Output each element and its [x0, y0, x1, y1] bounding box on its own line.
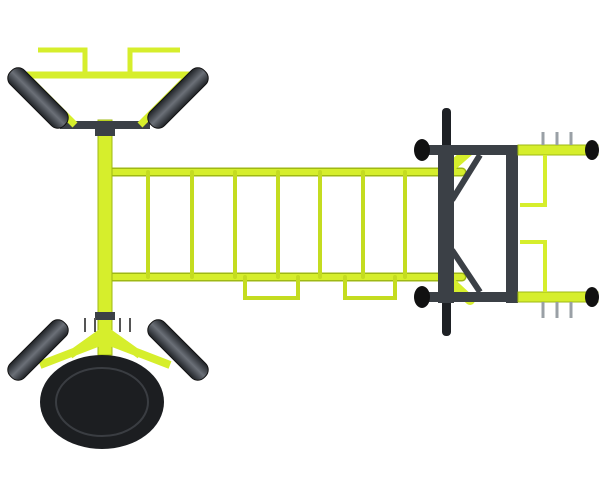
right-frame-station	[414, 108, 599, 336]
central-post	[95, 119, 115, 356]
top-arm-station	[7, 47, 209, 129]
ladder	[103, 145, 475, 305]
bottom-platform-station	[7, 318, 209, 449]
